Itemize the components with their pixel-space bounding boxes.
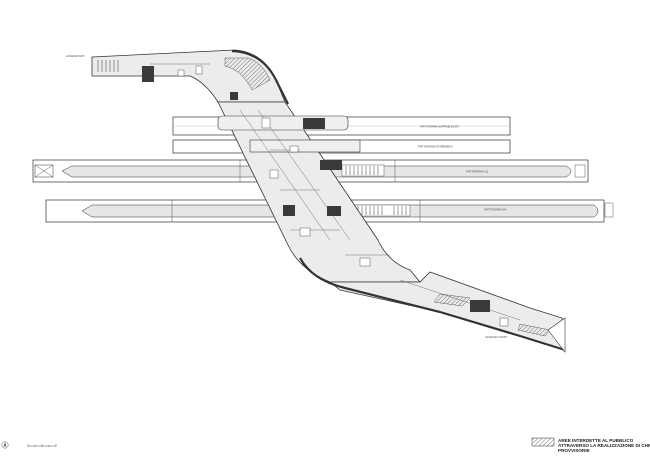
scale-bar [27, 444, 57, 447]
platform-label-intermediate: PIATTAFORMA INTERMEDIA [418, 145, 453, 149]
pedestrian-bridge [91, 49, 566, 353]
legend-line: AREE INTERDETTE AL PUBBLICO [558, 438, 634, 443]
legend-line: ATTRAVERSO LA REALIZZAZIONE DI CHIUSURE [558, 443, 650, 449]
legend: AREE INTERDETTE AL PUBBLICO ATTRAVERSO L… [558, 438, 650, 454]
platform-label-1-2: PIATTAFORMA 1/2 [466, 170, 489, 174]
north-arrow-icon [1, 441, 9, 449]
legend-hatch-swatch [531, 437, 555, 447]
entrance-label-north: ACCESSO EST [66, 54, 85, 58]
platform-label-upper: PIATTAFORMA SOPRAELEVATA [420, 125, 459, 129]
entrance-label-south: ACCESSO OVEST [485, 335, 508, 339]
platform-label-3-4: PIATTAFORMA 3/4 [484, 208, 507, 212]
legend-line: PROVVISORIE [558, 448, 590, 454]
